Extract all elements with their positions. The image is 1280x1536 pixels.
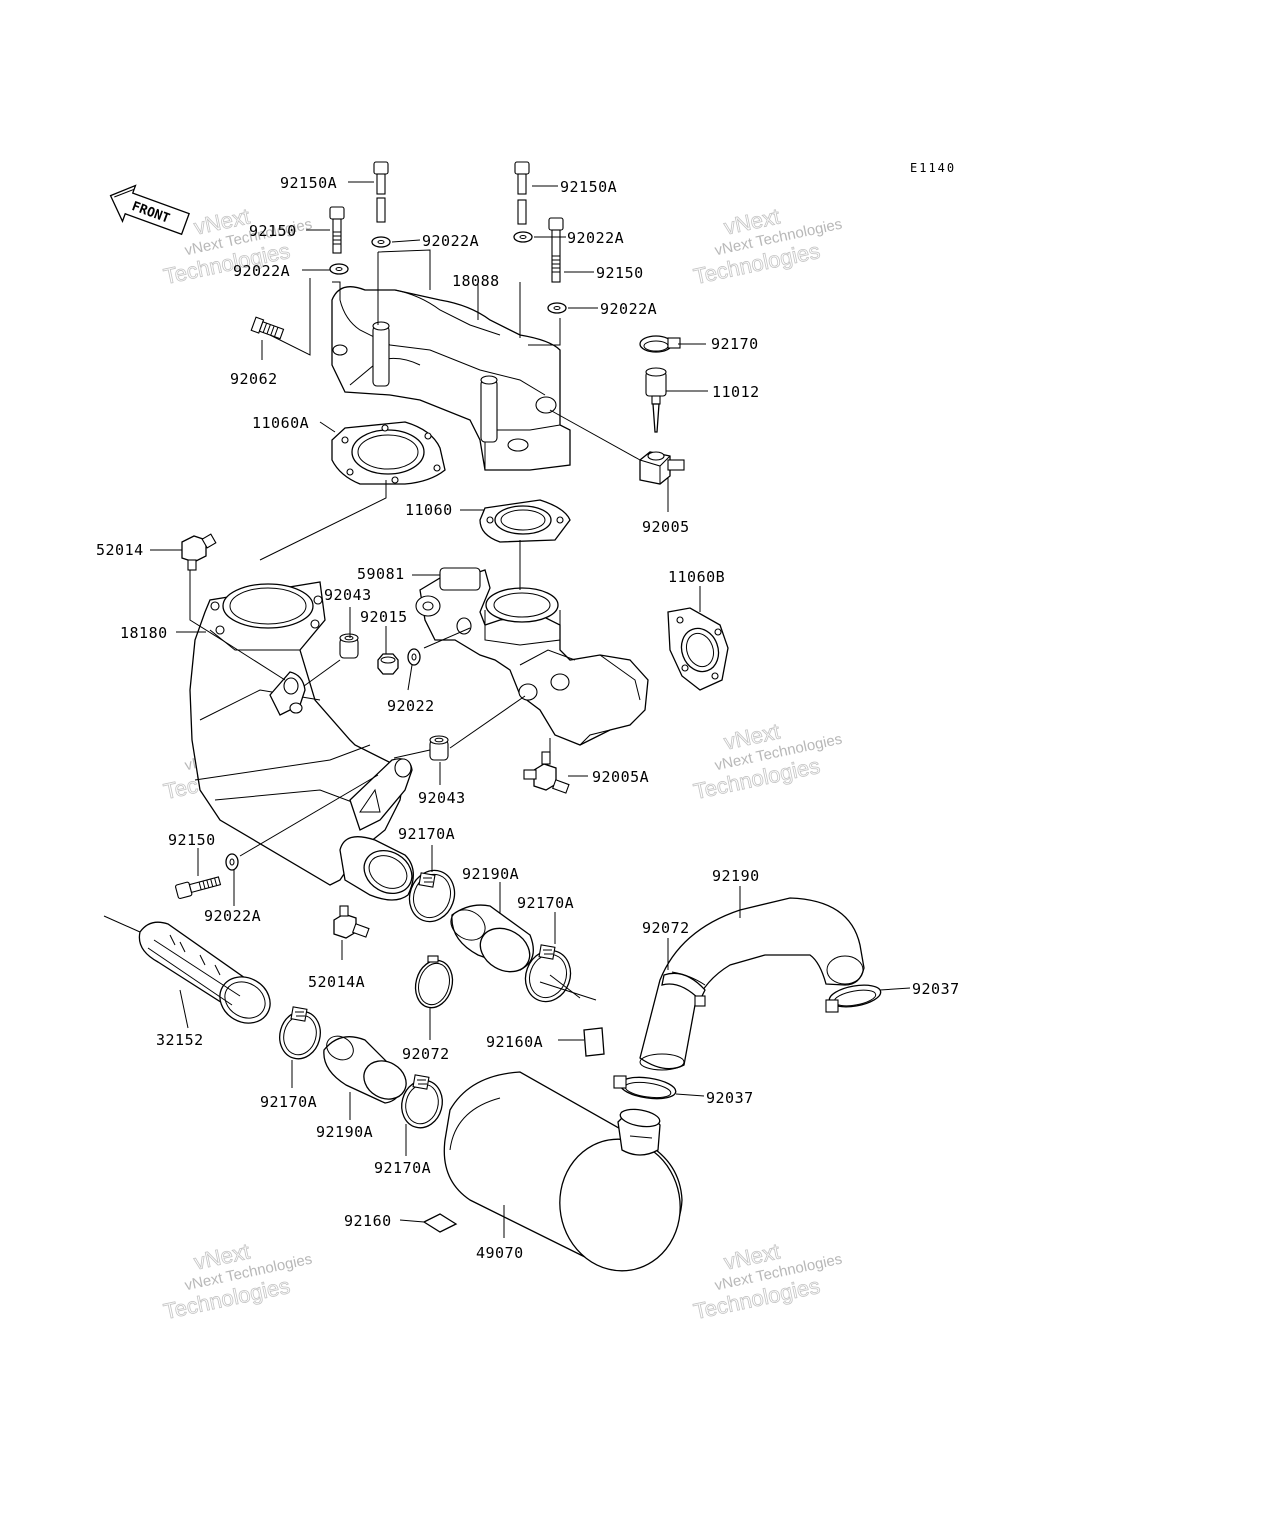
label-92015: 92015 xyxy=(360,608,408,626)
front-arrow-icon: FRONT xyxy=(109,184,190,236)
label-92043-a: 92043 xyxy=(324,586,372,604)
hose-92190A-upper-icon xyxy=(450,904,534,973)
label-92190A-a: 92190A xyxy=(462,865,519,883)
label-92150A-b: 92150A xyxy=(560,178,617,196)
pad-92160-icon xyxy=(422,1213,458,1233)
label-11012: 11012 xyxy=(712,383,760,401)
fitting-92005A-icon xyxy=(523,751,570,794)
gasket-11060A-icon xyxy=(331,421,446,485)
label-92160A: 92160A xyxy=(486,1033,543,1051)
part-labels: 92150A 92150A 92150 92022A 92022A 92022A… xyxy=(96,174,960,1262)
label-49070: 49070 xyxy=(476,1244,524,1262)
fitting-52014A-icon xyxy=(333,905,370,939)
clamp-92170A-d-icon xyxy=(401,1074,443,1129)
clamp-92037-a-icon xyxy=(825,984,882,1013)
label-59081: 59081 xyxy=(357,565,405,583)
label-92072-a: 92072 xyxy=(642,919,690,937)
collar-92043-bottom-icon xyxy=(429,735,449,761)
gasket-11060-icon xyxy=(479,499,571,543)
label-92170: 92170 xyxy=(711,335,759,353)
label-52014A: 52014A xyxy=(308,973,365,991)
clamp-92170A-b-icon xyxy=(524,944,572,1003)
watermark-bottom-right: vNext Technologies vNext Technologies xyxy=(691,1238,844,1324)
expansion-chamber-part xyxy=(189,581,414,901)
label-92150A-a: 92150A xyxy=(280,174,337,192)
label-32152: 32152 xyxy=(156,1031,204,1049)
label-92150-b: 92150 xyxy=(596,264,644,282)
collar-92043-top-icon xyxy=(339,633,359,659)
watermark-top-right: vNext Technologies vNext Technologies xyxy=(691,203,844,289)
hose-92190A-lower-icon xyxy=(323,1035,407,1104)
bolt-92150A-right-icon xyxy=(514,161,530,225)
ring-92072-b-icon xyxy=(661,972,706,1007)
label-92150-c: 92150 xyxy=(168,831,216,849)
exhaust-pipe-part xyxy=(415,567,649,746)
label-92170A-c: 92170A xyxy=(260,1093,317,1111)
watermark-bottom-left: vNext Technologies vNext Technologies xyxy=(161,1238,314,1324)
washer-92022-icon xyxy=(407,648,421,666)
fitting-52014-icon xyxy=(181,533,217,571)
upper-manifold-part xyxy=(331,286,571,471)
label-92022A-c: 92022A xyxy=(233,262,290,280)
gasket-11060B-icon xyxy=(667,607,729,691)
label-52014: 52014 xyxy=(96,541,144,559)
label-11060A: 11060A xyxy=(252,414,309,432)
sleeve-32152-icon xyxy=(138,921,271,1024)
label-11060: 11060 xyxy=(405,501,453,519)
label-92170A-d: 92170A xyxy=(374,1159,431,1177)
label-92160: 92160 xyxy=(344,1212,392,1230)
bolt-92150-right-icon xyxy=(548,217,564,283)
label-92043-b: 92043 xyxy=(418,789,466,807)
label-92150-a: 92150 xyxy=(249,222,297,240)
label-92005: 92005 xyxy=(642,518,690,536)
clamp-92037-b-icon xyxy=(613,1075,677,1100)
label-92037-b: 92037 xyxy=(706,1089,754,1107)
label-92190A-b: 92190A xyxy=(316,1123,373,1141)
label-18180: 18180 xyxy=(120,624,168,642)
ring-92072-icon xyxy=(414,955,454,1009)
diagram-code: E1140 xyxy=(910,161,956,175)
leader-lines xyxy=(103,181,911,1238)
label-92022: 92022 xyxy=(387,697,435,715)
pad-92160A-icon xyxy=(583,1027,605,1057)
label-92037-a: 92037 xyxy=(912,980,960,998)
bolt-92150A-left-icon xyxy=(373,161,389,223)
watermark-mid-right: vNext Technologies vNext Technologies xyxy=(691,718,844,804)
label-92022A-d: 92022A xyxy=(600,300,657,318)
bolt-92150-left-icon xyxy=(329,206,345,254)
label-92022A-b: 92022A xyxy=(567,229,624,247)
washer-icon xyxy=(225,231,567,871)
label-92170A-b: 92170A xyxy=(517,894,574,912)
label-18088: 18088 xyxy=(452,272,500,290)
plug-11012-icon xyxy=(645,367,667,433)
clamp-92170A-c-icon xyxy=(279,1006,321,1060)
label-92022A-e: 92022A xyxy=(204,907,261,925)
label-11060B: 11060B xyxy=(668,568,725,586)
label-92022A-a: 92022A xyxy=(422,232,479,250)
bolt-92150-lower-icon xyxy=(175,876,222,900)
clamp-92170-icon xyxy=(639,335,681,353)
label-92190: 92190 xyxy=(712,867,760,885)
label-92170A-a: 92170A xyxy=(398,825,455,843)
label-92062: 92062 xyxy=(230,370,278,388)
muffler-49070-part xyxy=(443,1071,683,1272)
nut-92015-icon xyxy=(377,653,399,675)
clamp-92170A-a-icon xyxy=(408,869,456,923)
fitting-92005-icon xyxy=(639,451,685,485)
bolt-92062-icon xyxy=(250,316,285,340)
label-92005A: 92005A xyxy=(592,768,649,786)
label-92072-b: 92072 xyxy=(402,1045,450,1063)
